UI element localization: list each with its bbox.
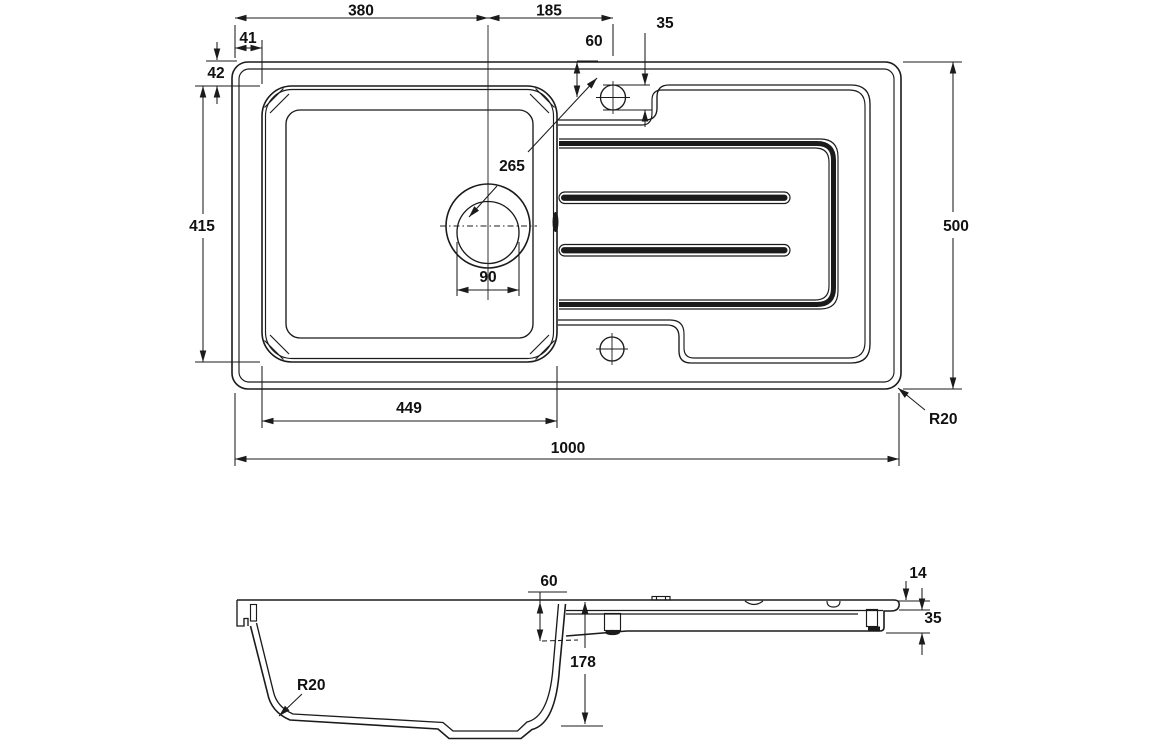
dim-overall-depth-label: 500 xyxy=(943,218,969,235)
section-right-edge-foot xyxy=(868,626,880,631)
dim-tap-from-edge-label: 60 xyxy=(585,33,602,50)
drainer-ridge xyxy=(559,138,839,310)
dim-waste-to-tap-diag-label: 265 xyxy=(499,158,525,175)
dim-bowl-width-label: 449 xyxy=(396,400,422,417)
overflow-hole xyxy=(596,333,628,365)
bowl-outline-outer xyxy=(261,85,558,363)
dim-rim-top-label: 42 xyxy=(207,65,224,82)
dim-bowl-depth-section-label: 178 xyxy=(570,654,596,671)
dim-edge-to-waste-label: 380 xyxy=(348,3,374,20)
drainer-boundary-inner xyxy=(558,89,866,359)
dim-tap-hole-dia-label: 35 xyxy=(656,15,674,32)
section-right-edge-slot xyxy=(865,608,879,628)
waste-hole xyxy=(440,25,537,300)
sink-inner-rim-line xyxy=(238,68,895,383)
bowl-corner-chamfers xyxy=(264,88,555,360)
plan-view xyxy=(231,25,902,390)
drainer-boundary-outer xyxy=(558,84,871,364)
dim-rim-thickness-label: 14 xyxy=(909,565,927,582)
section-bowl-outer-line xyxy=(249,603,567,740)
dim-rim-side-label: 41 xyxy=(239,30,257,47)
section-left-edge-hook xyxy=(236,600,249,627)
section-overflow-lens xyxy=(605,629,620,636)
dim-waste-to-tap-label: 185 xyxy=(536,3,562,20)
section-left-edge-slot xyxy=(249,603,258,622)
section-overflow-box xyxy=(603,612,622,632)
section-groove-dip-1 xyxy=(744,600,764,606)
dim-corner-radius-label: R20 xyxy=(929,411,957,428)
dim-bottom-radius-label: R20 xyxy=(297,677,325,694)
bowl-outline-inner xyxy=(285,109,534,339)
tap-hole xyxy=(596,81,630,114)
section-groove-dip-2 xyxy=(826,600,841,608)
dim-waste-dia-label: 90 xyxy=(479,269,496,286)
section-dimensions: 60 178 14 35 R20 xyxy=(278,565,942,727)
dim-overall-length-label: 1000 xyxy=(551,440,585,457)
bowl-overflow-slot xyxy=(552,212,559,232)
section-view xyxy=(236,595,900,740)
dim-bowl-depth-label: 415 xyxy=(189,218,215,235)
bowl-outline-second xyxy=(264,88,555,360)
drainer-grooves xyxy=(558,191,791,257)
section-right-edge-profile xyxy=(565,599,900,637)
dim-deck-drop-label: 60 xyxy=(540,573,557,590)
section-bowl-inner-line xyxy=(255,603,560,732)
sink-outer-edge xyxy=(231,61,902,390)
plan-dimensions: 380 185 35 41 42 60 265 415 90 449 1000 xyxy=(189,3,969,466)
section-ridge-bump xyxy=(651,595,671,601)
dim-edge-height-label: 35 xyxy=(924,610,942,627)
